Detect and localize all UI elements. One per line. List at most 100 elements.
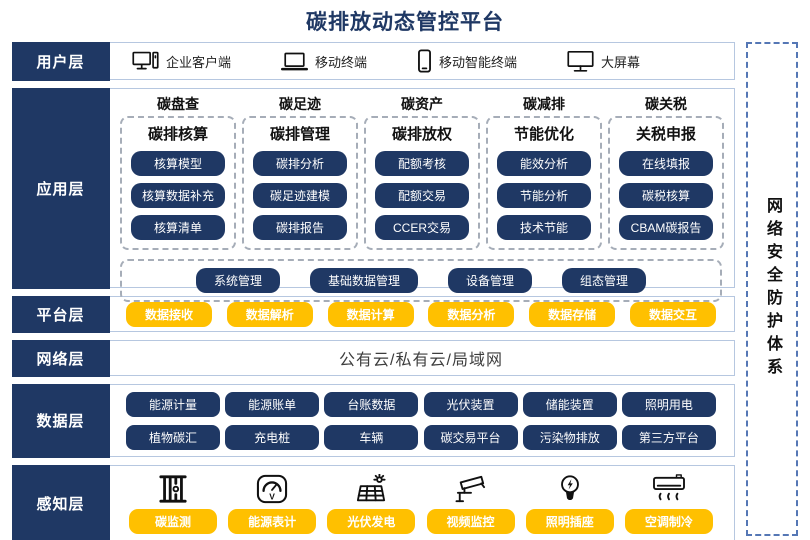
data-chip: 第三方平台	[621, 424, 716, 450]
user-item-label: 大屏幕	[601, 54, 641, 70]
module-chip: 配额考核	[375, 151, 469, 176]
sense-label: 碳监测	[129, 508, 217, 534]
data-layer-row: 数据层 能源计量 能源账单 台账数据 光伏装置 储能装置 照明用电 植物碳汇 充…	[11, 383, 735, 458]
platform-chip: 数据解析	[226, 301, 313, 327]
user-item-smart-terminal: 移动智能终端	[417, 49, 517, 73]
column-title: 节能优化	[513, 126, 574, 143]
sense-item-carbon-monitoring: 碳监测	[126, 474, 220, 534]
user-item-enterprise-client: 企业客户端	[132, 50, 231, 72]
svg-text:V: V	[269, 491, 275, 501]
management-chip: 设备管理	[448, 268, 533, 293]
solar-panel-icon	[353, 473, 389, 504]
module-chip: 碳排报告	[253, 215, 347, 240]
data-chip: 储能装置	[522, 391, 617, 417]
module-chip: 核算数据补充	[131, 183, 225, 208]
data-chip: 充电桩	[225, 424, 320, 450]
module-chip: CBAM碳报告	[619, 215, 713, 240]
data-chip: 植物碳汇	[126, 424, 220, 450]
app-column-carbon-tariff: 碳关税 关税申报 在线填报 碳税核算 CBAM碳报告	[608, 94, 724, 250]
column-box: 碳排放权 配额考核 配额交易 CCER交易	[364, 116, 480, 250]
page-title: 碳排放动态管控平台	[306, 11, 504, 34]
sense-label: 视频监控	[426, 508, 515, 534]
data-chip: 污染物排放	[522, 424, 617, 450]
data-chip: 能源账单	[225, 391, 320, 417]
network-layer-text: 公有云/私有云/局域网	[339, 352, 503, 369]
column-header: 碳资产	[401, 96, 443, 112]
security-box: 网络安全防护体系	[746, 42, 798, 536]
sense-item-energy-meter: V 能源表计	[225, 474, 319, 534]
management-chip: 系统管理	[195, 268, 280, 293]
security-box-label: 网络安全防护体系	[764, 197, 781, 381]
energy-meter-icon: V	[256, 474, 288, 504]
module-chip: 技术节能	[497, 215, 591, 240]
app-column-carbon-footprint: 碳足迹 碳排管理 碳排分析 碳足迹建模 碳排报告	[242, 94, 358, 250]
data-chip: 光伏装置	[423, 391, 518, 417]
platform-chip: 数据存储	[529, 301, 616, 327]
data-chip: 台账数据	[324, 391, 419, 417]
app-column-carbon-reduction: 碳减排 节能优化 能效分析 节能分析 技术节能	[486, 94, 602, 250]
air-conditioner-icon	[651, 473, 687, 504]
layer-label-perception: 感知层	[11, 464, 110, 540]
sense-item-photovoltaic: 光伏发电	[324, 473, 418, 534]
data-layer-content: 能源计量 能源账单 台账数据 光伏装置 储能装置 照明用电 植物碳汇 充电桩 车…	[108, 385, 734, 456]
column-box: 碳排核算 核算模型 核算数据补充 核算清单	[120, 116, 236, 250]
application-layer-content: 碳盘查 碳排核算 核算模型 核算数据补充 核算清单 碳足迹 碳排管理 碳排分析	[108, 89, 734, 302]
user-layer-row: 用户层 企业客户端 移动终端	[11, 41, 735, 81]
sense-label: 光伏发电	[327, 508, 416, 534]
module-chip: 碳税核算	[619, 183, 713, 208]
column-header: 碳足迹	[279, 96, 321, 112]
user-item-big-screen: 大屏幕	[567, 50, 640, 73]
module-chip: 节能分析	[497, 183, 591, 208]
platform-chip: 数据计算	[327, 301, 414, 327]
sense-label: 能源表计	[228, 508, 317, 534]
laptop-icon	[281, 51, 309, 72]
diagram-body: 用户层 企业客户端 移动终端	[11, 41, 735, 540]
module-chip: 能效分析	[497, 151, 591, 176]
column-title: 关税申报	[635, 126, 696, 143]
carbon-monitor-icon	[156, 474, 190, 504]
sense-item-lighting-socket: 照明插座	[523, 474, 617, 534]
data-row-2: 植物碳汇 充电桩 车辆 碳交易平台 污染物排放 第三方平台	[126, 424, 716, 450]
app-column-carbon-inventory: 碳盘查 碳排核算 核算模型 核算数据补充 核算清单	[120, 94, 236, 250]
user-layer-content: 企业客户端 移动终端 移动智能终端	[108, 43, 734, 79]
user-item-label: 移动终端	[315, 54, 368, 70]
column-title: 碳排放权	[391, 126, 452, 143]
data-chip: 碳交易平台	[423, 424, 518, 450]
platform-chip: 数据分析	[428, 301, 515, 327]
data-chip: 车辆	[324, 424, 419, 450]
big-screen-icon	[567, 50, 594, 73]
layer-label-platform: 平台层	[11, 295, 110, 333]
module-chip: CCER交易	[375, 215, 469, 240]
smartphone-icon	[417, 49, 432, 73]
sense-item-air-conditioning: 空调制冷	[622, 473, 716, 534]
column-title: 碳排核算	[147, 126, 208, 143]
column-header: 碳盘查	[157, 96, 199, 112]
light-bulb-icon	[558, 474, 582, 504]
application-layer-row: 应用层 碳盘查 碳排核算 核算模型 核算数据补充 核算清单 碳足迹	[11, 87, 735, 302]
sense-item-video-surveillance: 视频监控	[424, 474, 518, 534]
module-chip: 碳排分析	[253, 151, 347, 176]
layer-label-data: 数据层	[11, 383, 110, 458]
management-chip: 基础数据管理	[309, 268, 418, 293]
column-box: 关税申报 在线填报 碳税核算 CBAM碳报告	[608, 116, 724, 250]
platform-chip: 数据交互	[629, 301, 716, 327]
desktop-pc-icon	[132, 50, 159, 72]
data-chip: 照明用电	[621, 391, 716, 417]
user-item-label: 移动智能终端	[439, 54, 518, 70]
cctv-camera-icon	[453, 474, 489, 504]
user-item-label: 企业客户端	[166, 54, 232, 70]
app-column-carbon-asset: 碳资产 碳排放权 配额考核 配额交易 CCER交易	[364, 94, 480, 250]
management-chip: 组态管理	[562, 268, 647, 293]
data-chip: 能源计量	[126, 391, 220, 417]
platform-layer-content: 数据接收 数据解析 数据计算 数据分析 数据存储 数据交互	[108, 297, 734, 331]
network-layer-row: 网络层 公有云/私有云/局域网	[11, 339, 735, 377]
column-box: 节能优化 能效分析 节能分析 技术节能	[486, 116, 602, 250]
module-chip: 配额交易	[375, 183, 469, 208]
data-row-1: 能源计量 能源账单 台账数据 光伏装置 储能装置 照明用电	[126, 391, 716, 417]
sense-label: 照明插座	[525, 508, 614, 534]
column-header: 碳减排	[523, 96, 565, 112]
module-chip: 碳足迹建模	[253, 183, 347, 208]
layer-label-network: 网络层	[11, 339, 110, 377]
perception-layer-content: 碳监测 V 能源表计	[108, 466, 734, 540]
